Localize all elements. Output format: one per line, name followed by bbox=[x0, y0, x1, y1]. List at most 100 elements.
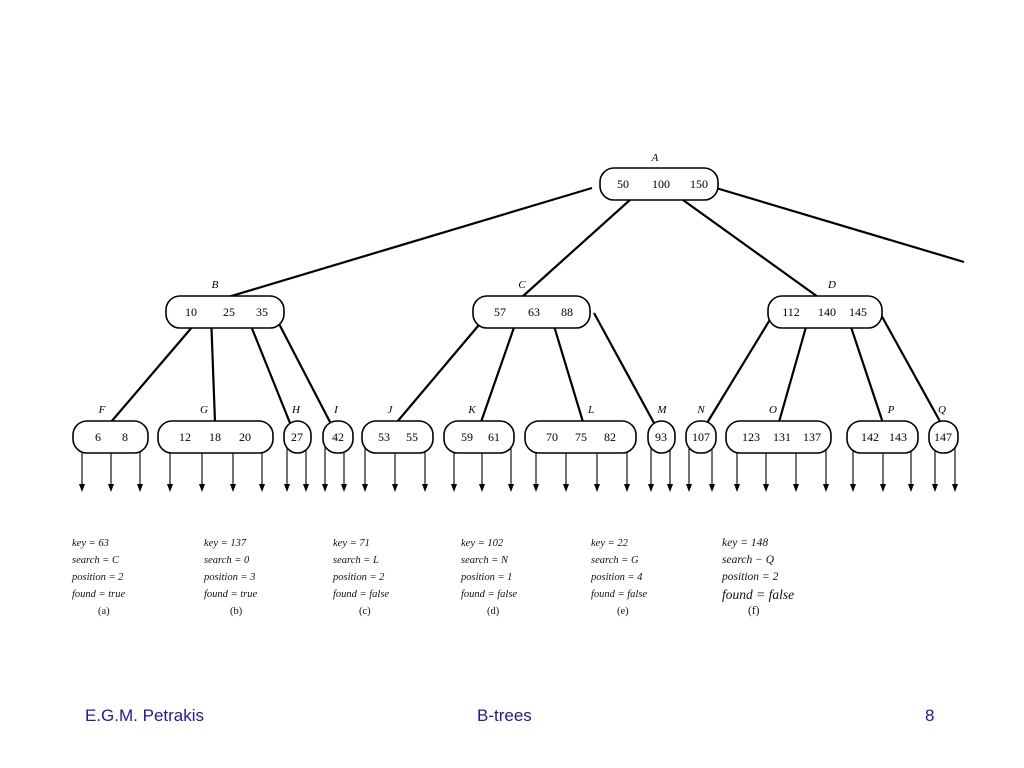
node-key: 63 bbox=[528, 305, 540, 319]
node-box bbox=[157, 420, 274, 454]
example-label: (a) bbox=[98, 606, 110, 617]
example-d: key = 102 search = N position = 1 found … bbox=[461, 535, 581, 620]
node-key: 142 bbox=[861, 430, 879, 444]
node-box bbox=[725, 420, 832, 454]
node-box bbox=[647, 420, 676, 454]
node-box bbox=[472, 295, 591, 329]
node-key: 42 bbox=[332, 430, 344, 444]
tree-node-i: I 42 bbox=[322, 404, 354, 454]
example-search: search − Q bbox=[722, 554, 775, 566]
node-box bbox=[846, 420, 919, 454]
node-key: 25 bbox=[223, 305, 235, 319]
node-box bbox=[524, 420, 637, 454]
tree-edge-d-q bbox=[879, 312, 943, 426]
node-box bbox=[685, 420, 717, 454]
example-f: key = 148 search − Q position = 2 found … bbox=[722, 535, 842, 620]
node-key: 18 bbox=[209, 430, 221, 444]
node-key: 147 bbox=[934, 430, 952, 444]
example-c: key = 71 search = L position = 2 found =… bbox=[333, 535, 453, 620]
example-found: found = true bbox=[72, 589, 126, 600]
node-label: O bbox=[769, 404, 777, 416]
tree-edge-b-g bbox=[209, 314, 217, 423]
tree-edge-a-c bbox=[521, 189, 642, 298]
example-label: (f) bbox=[748, 605, 760, 617]
example-key: key = 71 bbox=[333, 538, 370, 549]
node-label: B bbox=[212, 279, 219, 291]
node-key: 93 bbox=[655, 430, 667, 444]
example-key: key = 22 bbox=[591, 538, 628, 549]
node-key: 8 bbox=[122, 430, 128, 444]
leaf-pointer-arrow bbox=[952, 442, 958, 492]
example-search: search = C bbox=[72, 555, 119, 566]
node-key: 55 bbox=[406, 430, 418, 444]
node-key: 107 bbox=[692, 430, 710, 444]
node-box bbox=[767, 295, 883, 329]
tree-edge-c-l bbox=[549, 315, 585, 423]
example-search: search = L bbox=[333, 555, 379, 566]
example-search: search = 0 bbox=[204, 555, 250, 566]
node-key: 137 bbox=[803, 430, 821, 444]
example-key: key = 137 bbox=[204, 538, 247, 549]
node-box bbox=[443, 420, 515, 454]
example-position: position = 2 bbox=[722, 571, 779, 583]
node-label: Q bbox=[938, 404, 946, 416]
tree-edge-b-i bbox=[275, 317, 331, 423]
node-key: 143 bbox=[889, 430, 907, 444]
leaf-pointer-arrow bbox=[508, 442, 514, 492]
example-key: key = 63 bbox=[72, 538, 109, 549]
node-label: J bbox=[388, 404, 394, 416]
node-key: 123 bbox=[742, 430, 760, 444]
node-key: 145 bbox=[849, 305, 867, 319]
node-box bbox=[283, 420, 312, 454]
leaf-pointer-arrow bbox=[322, 442, 328, 492]
node-box bbox=[928, 420, 959, 454]
tree-node-m: M93 bbox=[647, 404, 676, 454]
node-key: 59 bbox=[461, 430, 473, 444]
tree-edge-b-h bbox=[245, 315, 292, 424]
example-found: found = false bbox=[461, 589, 518, 600]
example-position: position = 2 bbox=[333, 572, 385, 583]
node-box bbox=[322, 420, 354, 454]
node-key: 61 bbox=[488, 430, 500, 444]
node-key: 50 bbox=[617, 177, 629, 191]
tree-node-d: D 112 140 145 bbox=[767, 279, 883, 329]
node-key: 35 bbox=[256, 305, 268, 319]
tree-edge-c-j bbox=[396, 312, 490, 423]
example-position: position = 2 bbox=[72, 572, 124, 583]
tree-edge-a-d bbox=[682, 199, 819, 298]
node-label: A bbox=[651, 152, 659, 164]
tree-edge-d-n bbox=[706, 312, 775, 424]
node-box bbox=[165, 295, 285, 329]
example-found: found = false bbox=[722, 587, 795, 602]
node-label: C bbox=[518, 279, 526, 291]
footer-page-number: 8 bbox=[925, 706, 935, 725]
tree-edge-a-b bbox=[227, 186, 593, 299]
example-label: (e) bbox=[617, 606, 629, 617]
example-found: found = true bbox=[204, 589, 258, 600]
footer-title: B-trees bbox=[477, 706, 532, 725]
tree-node-q: Q 147 bbox=[928, 404, 959, 454]
example-position: position = 4 bbox=[591, 572, 643, 583]
node-label: F bbox=[98, 404, 106, 416]
node-key: 10 bbox=[185, 305, 197, 319]
node-label: D bbox=[827, 279, 836, 291]
node-key: 140 bbox=[818, 305, 836, 319]
node-box bbox=[72, 420, 149, 454]
tree-edge-b-f bbox=[110, 318, 200, 423]
example-found: found = false bbox=[333, 589, 390, 600]
node-key: 112 bbox=[782, 305, 800, 319]
node-key: 70 bbox=[546, 430, 558, 444]
node-key: 12 bbox=[179, 430, 191, 444]
node-key: 82 bbox=[604, 430, 616, 444]
node-label: I bbox=[333, 404, 339, 416]
tree-edges bbox=[110, 186, 965, 426]
